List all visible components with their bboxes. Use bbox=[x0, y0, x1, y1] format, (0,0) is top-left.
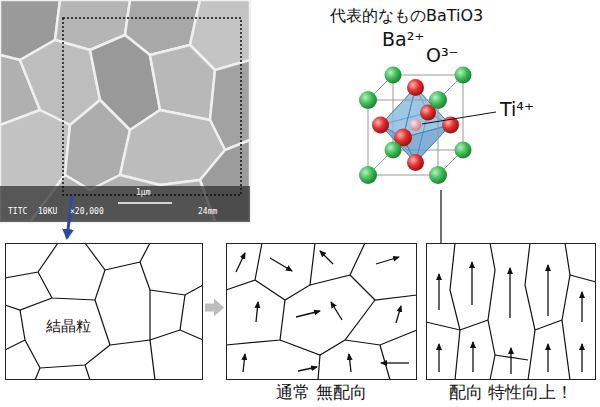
grain-boundaries bbox=[226, 243, 417, 380]
grain-boundaries bbox=[5, 243, 203, 380]
panel-caption: 配向 特性向上！ bbox=[427, 382, 595, 402]
orientation-panel: 配向 特性向上！ bbox=[426, 243, 596, 380]
polarization-arrows bbox=[439, 262, 582, 374]
sem-info: 10KU bbox=[38, 208, 57, 216]
zoom-arrow bbox=[67, 196, 72, 238]
grain-label: 結晶粒 bbox=[46, 317, 91, 335]
sem-info: 24mm bbox=[198, 208, 217, 216]
scale-label: 1μm bbox=[136, 189, 150, 197]
process-arrow bbox=[205, 299, 224, 317]
panel-caption: 通常 無配向 bbox=[227, 382, 416, 402]
ion-label: Ba²⁺ bbox=[382, 30, 424, 49]
ion-label: O³⁻ bbox=[426, 46, 459, 65]
sem-photo bbox=[0, 0, 250, 222]
title: 代表的なものBaTiO3 bbox=[330, 6, 483, 25]
polarization-arrows bbox=[236, 251, 409, 372]
sem-info: TITC bbox=[8, 208, 27, 216]
ion-label: Ti⁴⁺ bbox=[500, 100, 534, 119]
perovskite-cell bbox=[359, 67, 496, 244]
grain-boundaries bbox=[426, 243, 596, 380]
sem-info: ×20,000 bbox=[70, 208, 104, 216]
orientation-panel: 通常 無配向 bbox=[226, 243, 417, 380]
grain-panel: 結晶粒 bbox=[5, 243, 203, 380]
